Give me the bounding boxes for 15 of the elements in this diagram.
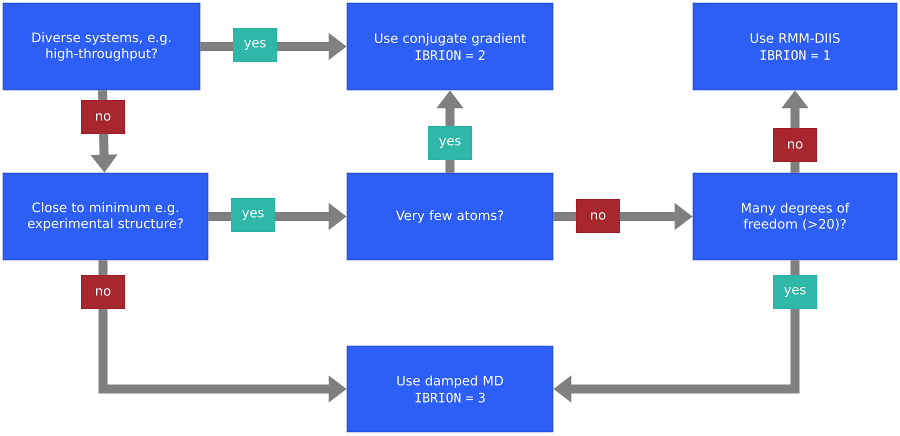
result-box: Use damped MD IBRION = 3 [346, 346, 554, 432]
edge-label: no [773, 128, 817, 162]
edge-label: no [81, 100, 125, 134]
result-box: Use RMM-DIIS IBRION = 1 [692, 2, 898, 90]
result-box: Use conjugate gradient IBRION = 2 [346, 2, 554, 90]
edge-label: yes [773, 275, 817, 309]
edge-label: no [576, 199, 620, 233]
decision-box: Close to minimum e.g. experimental structure? [2, 172, 208, 260]
edge-label: no [81, 275, 125, 309]
decision-box: Very few atoms? [346, 172, 554, 260]
decision-box: Many degrees of freedom (>20)? [692, 172, 898, 260]
edge-label: yes [233, 28, 277, 62]
edge-label: yes [231, 198, 275, 232]
edge-label: yes [428, 126, 472, 160]
decision-box: Diverse systems, e.g. high-throughput? [2, 2, 200, 90]
